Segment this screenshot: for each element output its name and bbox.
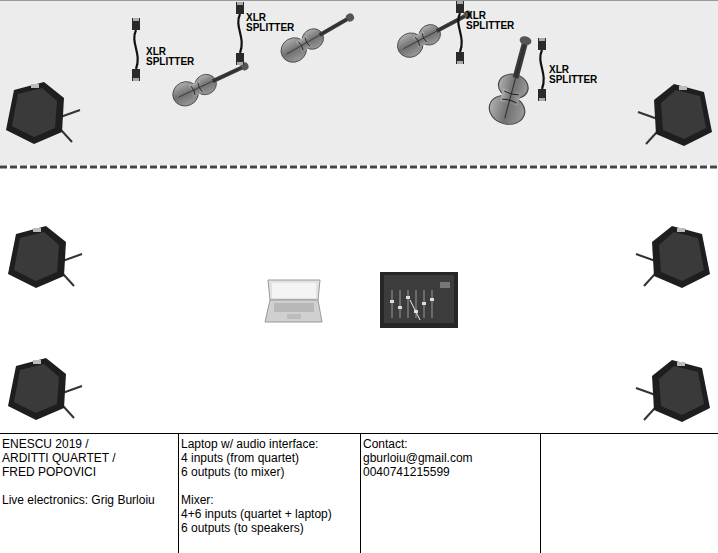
mixer [380,272,458,328]
table-cell-text: 6 outputs (to speakers) [181,521,304,535]
splitter-label: XLR SPLITTER [549,65,597,85]
table-cell-text: Contact: [363,437,408,451]
table-cell-text: Mixer: [181,493,214,507]
info-table [0,433,718,553]
table-cell-text: ARDITTI QUARTET / [2,451,116,465]
xlr-cable [538,38,546,101]
violin [393,2,477,62]
xlr-cable [132,18,140,81]
stage-edge [0,166,718,169]
cello [486,32,544,128]
speaker [636,360,710,422]
table-cell-text: 0040741215599 [363,465,450,479]
speaker [636,226,710,288]
table-cell-text: ENESCU 2019 / [2,437,89,451]
xlr-cable [456,1,464,64]
speaker [638,84,712,146]
table-cell-text: 6 outputs (to mixer) [181,465,284,479]
splitter-label: XLR SPLITTER [146,47,194,67]
viola [276,5,359,67]
table-cell-text: Laptop w/ audio interface: [181,437,318,451]
table-cell-text: 4+6 inputs (quartet + laptop) [181,507,332,521]
laptop [265,280,322,322]
table-cell-text: gburloiu@gmail.com [363,451,473,465]
splitter-label: XLR SPLITTER [246,13,294,33]
table-cell-text: 4 inputs (from quartet) [181,451,299,465]
splitter-label: XLR SPLITTER [466,11,514,31]
stage-area [0,0,718,165]
speaker [8,226,82,288]
table-cell-text: Live electronics: Grig Burloiu [2,493,155,507]
xlr-cable [236,2,244,65]
speaker [6,82,80,144]
table-cell-text: FRED POPOVICI [2,465,96,479]
speaker [8,358,82,420]
